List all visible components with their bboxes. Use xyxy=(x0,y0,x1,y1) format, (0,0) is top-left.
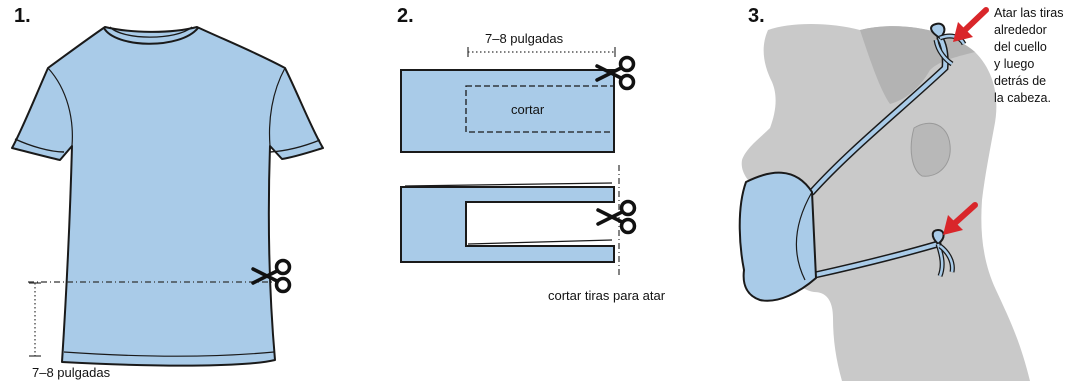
step2-panel: 2. 7–8 pulgadas cortar cortar tiras para… xyxy=(397,5,666,303)
knot-top xyxy=(930,22,967,67)
face-mask xyxy=(738,171,817,302)
cut-label: cortar xyxy=(511,102,545,117)
step3-note: Atar las tiras alrededor del cuello y lu… xyxy=(994,6,1067,105)
step1-number: 1. xyxy=(14,5,31,27)
step1-panel: 1. 7–8 pulgadas xyxy=(11,5,324,380)
scissors-icon xyxy=(596,199,637,235)
fabric-strip-bottom xyxy=(400,186,615,263)
ear xyxy=(910,122,951,177)
head-silhouette xyxy=(741,24,1030,381)
arrow-icon xyxy=(943,202,978,235)
step3-panel: 3. xyxy=(738,5,1067,381)
ties-label: cortar tiras para atar xyxy=(548,288,666,303)
tshirt-shape xyxy=(11,26,324,367)
step2-measure-label: 7–8 pulgadas xyxy=(485,31,564,46)
step1-measure-label: 7–8 pulgadas xyxy=(32,365,111,380)
tshirt-collar xyxy=(103,27,199,45)
knot-bottom xyxy=(931,228,955,277)
fabric-strip-top xyxy=(400,69,615,153)
arrow-icon xyxy=(953,7,989,42)
step3-number: 3. xyxy=(748,5,765,27)
step2-number: 2. xyxy=(397,5,414,27)
cut-rectangle xyxy=(465,85,615,133)
